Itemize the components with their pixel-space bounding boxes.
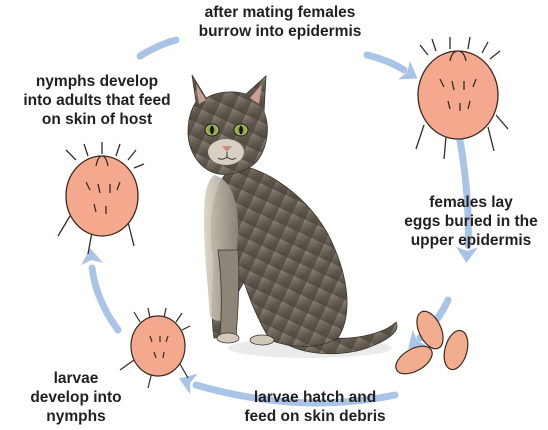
label-larvae-line-2: develop into xyxy=(20,388,132,407)
label-nymphs-line-1: nymphs develop xyxy=(6,72,188,91)
label-eggs-line-2: eggs buried in the xyxy=(394,212,548,231)
label-eggs-line-3: upper epidermis xyxy=(394,231,548,250)
label-nymphs-line-2: into adults that feed xyxy=(6,91,188,110)
label-larvae-line-3: nymphs xyxy=(20,407,132,426)
label-hatch: larvae hatch and feed on skin debris xyxy=(226,388,404,426)
label-mating-line-2: burrow into epidermis xyxy=(178,22,382,41)
label-mating: after mating females burrow into epiderm… xyxy=(178,3,382,41)
label-eggs: females lay eggs buried in the upper epi… xyxy=(394,193,548,250)
label-hatch-line-1: larvae hatch and xyxy=(226,388,404,407)
label-mating-line-1: after mating females xyxy=(178,3,382,22)
label-larvae: larvae develop into nymphs xyxy=(20,369,132,426)
label-nymphs-line-3: on skin of host xyxy=(6,110,188,129)
label-eggs-line-1: females lay xyxy=(394,193,548,212)
label-nymphs: nymphs develop into adults that feed on … xyxy=(6,72,188,129)
label-hatch-line-2: feed on skin debris xyxy=(226,407,404,426)
label-larvae-line-1: larvae xyxy=(20,369,132,388)
